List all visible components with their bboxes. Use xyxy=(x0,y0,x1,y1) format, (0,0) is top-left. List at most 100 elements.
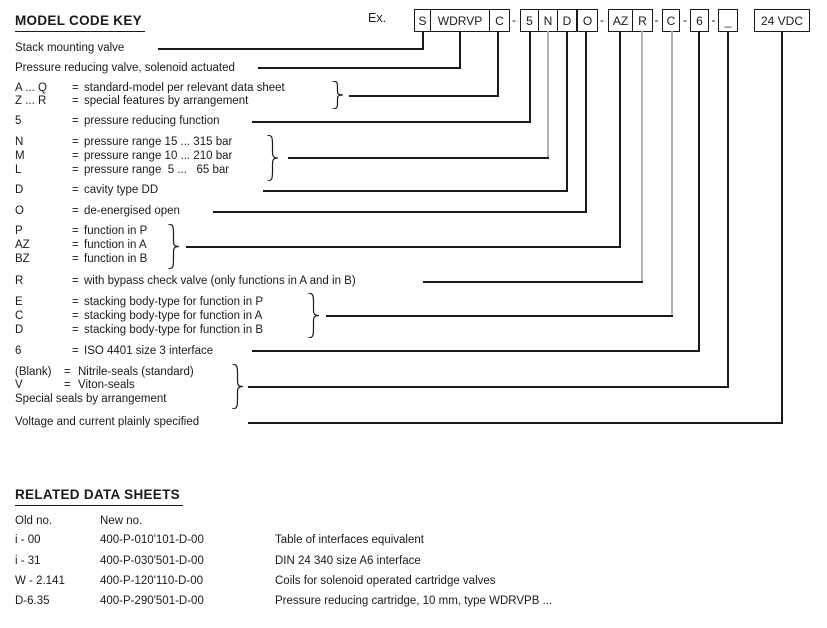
connector-line xyxy=(529,31,531,122)
code-separator: - xyxy=(683,13,687,27)
key-code: N xyxy=(15,136,24,148)
equals-sign: = xyxy=(72,345,79,357)
key-label: Stack mounting valve xyxy=(15,42,125,54)
connector-line xyxy=(727,31,729,387)
code-box-voltage: 24 VDC xyxy=(754,9,810,32)
connector-line xyxy=(248,422,783,424)
equals-sign: = xyxy=(72,239,79,251)
equals-sign: = xyxy=(72,150,79,162)
key-row: 6=ISO 4401 size 3 interface xyxy=(0,344,560,358)
new-no: 400-P-290'501-D-00 xyxy=(100,595,204,607)
equals-sign: = xyxy=(72,205,79,217)
key-desc: standard-model per relevant data sheet xyxy=(84,82,285,94)
model-code-group-prefix: S WDRVP C xyxy=(414,9,510,32)
key-desc: function in A xyxy=(84,239,147,251)
connector-line xyxy=(459,31,461,68)
key-code: M xyxy=(15,150,25,162)
sheet-desc: Coils for solenoid operated cartridge va… xyxy=(275,575,496,587)
key-desc: Viton-seals xyxy=(78,379,135,391)
key-code: A ... Q xyxy=(15,82,47,94)
key-code: D xyxy=(15,324,24,336)
connector-line xyxy=(619,31,621,247)
equals-sign: = xyxy=(72,253,79,265)
key-row: 5=pressure reducing function xyxy=(0,114,560,128)
sheet-desc: DIN 24 340 size A6 interface xyxy=(275,555,421,567)
equals-sign: = xyxy=(72,310,79,322)
key-desc: pressure reducing function xyxy=(84,115,220,127)
key-desc: cavity type DD xyxy=(84,184,159,196)
key-desc: with bypass check valve (only functions … xyxy=(84,275,356,287)
connector-line xyxy=(258,67,461,69)
equals-sign: = xyxy=(64,366,71,378)
connector-line xyxy=(158,48,424,50)
key-code: BZ xyxy=(15,253,30,265)
model-code-group-function: 5 N D O xyxy=(520,9,598,32)
code-box-d: D xyxy=(558,10,577,31)
related-title: RELATED DATA SHEETS xyxy=(15,487,183,506)
brace xyxy=(331,81,344,109)
key-code: Z ... R xyxy=(15,95,47,107)
brace xyxy=(167,224,180,269)
key-code: E xyxy=(15,296,23,308)
connector-line xyxy=(566,31,568,191)
key-desc: special features by arrangement xyxy=(84,95,249,107)
connector-line xyxy=(423,281,643,283)
connector-line xyxy=(671,31,673,316)
connector-line xyxy=(252,350,700,352)
new-no: 400-P-120'110-D-00 xyxy=(100,575,203,587)
code-box-5: 5 xyxy=(521,10,539,31)
new-no: 400-P-010'101-D-00 xyxy=(100,534,204,546)
key-code: P xyxy=(15,225,23,237)
key-label: Special seals by arrangement xyxy=(15,393,167,405)
equals-sign: = xyxy=(72,82,79,94)
connector-line xyxy=(349,95,499,97)
key-row: Voltage and current plainly specified xyxy=(0,415,560,429)
code-box-o: O xyxy=(577,10,597,31)
connector-line xyxy=(252,121,531,123)
old-no: i - 31 xyxy=(15,555,41,567)
key-desc: stacking body-type for function in B xyxy=(84,324,263,336)
key-row: M=pressure range 10 ... 210 bar xyxy=(0,149,560,163)
connector-line xyxy=(497,31,499,96)
key-code: AZ xyxy=(15,239,30,251)
equals-sign: = xyxy=(72,275,79,287)
connector-line xyxy=(698,31,700,351)
example-label: Ex. xyxy=(368,11,387,25)
equals-sign: = xyxy=(72,136,79,148)
key-row: Z ... R=special features by arrangement xyxy=(0,94,560,108)
connector-line xyxy=(585,31,587,212)
connector-line xyxy=(248,386,729,388)
connector-line xyxy=(547,31,549,158)
equals-sign: = xyxy=(64,379,71,391)
connector-line xyxy=(781,31,783,423)
code-separator: - xyxy=(711,13,716,27)
connector-line xyxy=(422,31,424,49)
code-box-stacking: C xyxy=(662,9,680,32)
key-row: L=pressure range 5 ... 65 bar xyxy=(0,163,560,177)
key-label: Pressure reducing valve, solenoid actuat… xyxy=(15,62,235,74)
code-box-r: R xyxy=(638,13,647,28)
key-row: A ... Q = standard-model per relevant data… xyxy=(0,81,560,95)
brace xyxy=(231,364,244,409)
code-box-c: C xyxy=(495,13,504,28)
key-row: E=stacking body-type for function in P xyxy=(0,295,560,309)
code-box-az: AZ xyxy=(609,10,633,31)
key-desc: function in P xyxy=(84,225,148,237)
sheet-desc: Table of interfaces equivalent xyxy=(275,534,424,546)
equals-sign: = xyxy=(72,225,79,237)
connector-line xyxy=(326,315,673,317)
model-code-group-port: AZ R xyxy=(608,9,653,32)
page-title: MODEL CODE KEY xyxy=(15,13,145,32)
key-code: 5 xyxy=(15,115,22,127)
code-separator: - xyxy=(512,13,516,27)
key-desc: pressure range 5 ... 65 bar xyxy=(84,164,230,176)
key-row: AZ = function in A xyxy=(0,238,560,252)
key-row: P = function in P xyxy=(0,224,560,238)
table-header: Old no.New no. xyxy=(0,514,827,528)
key-code: R xyxy=(15,275,24,287)
key-row: BZ=function in B xyxy=(0,252,560,266)
